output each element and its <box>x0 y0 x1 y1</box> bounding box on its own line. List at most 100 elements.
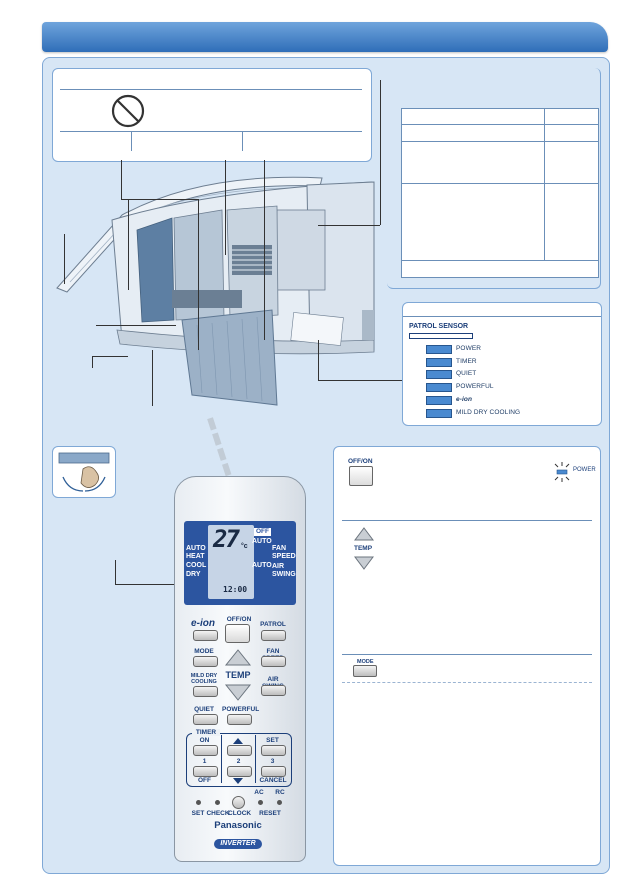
timer-off-label: OFF <box>198 777 211 784</box>
rc-reset-pin-button[interactable] <box>277 800 282 805</box>
mild-dry-led <box>426 409 452 418</box>
operation-divider-1 <box>342 520 592 521</box>
timer-on-button[interactable] <box>193 745 218 756</box>
ac-label: AC <box>254 789 264 796</box>
inverter-logo: INVERTER <box>214 839 262 849</box>
temp-up-key-icon <box>354 527 374 541</box>
power-led <box>426 345 452 354</box>
leader-line <box>115 584 185 585</box>
leader-line <box>225 160 226 255</box>
lcd-mode-heat: HEAT <box>186 553 205 560</box>
lcd-mode-dry: DRY <box>186 571 201 578</box>
timer-set-label: SET <box>266 737 279 744</box>
power-indicator-label: POWER <box>573 467 596 473</box>
eion-button[interactable] <box>193 630 218 641</box>
timer-down-button[interactable] <box>227 766 252 777</box>
leader-line <box>121 199 199 200</box>
check-pin-button[interactable] <box>215 800 220 805</box>
eion-led <box>426 396 452 405</box>
section-header-bar <box>42 22 608 52</box>
operation-panel <box>333 446 601 866</box>
leader-line <box>380 80 381 225</box>
set-label: SET <box>191 810 205 817</box>
leader-line <box>128 200 129 290</box>
temp-key-label: TEMP <box>354 545 373 552</box>
caution-divider-mid <box>60 131 362 132</box>
offon-button[interactable] <box>225 624 250 643</box>
eion-led-label: e-ion <box>456 396 473 403</box>
timer-cancel-label: CANCEL <box>259 777 287 784</box>
lcd-air-swing: AIR SWING <box>272 563 296 578</box>
timer-divider-1 <box>221 735 222 783</box>
lcd-mode-auto: AUTO <box>186 545 206 552</box>
brand-logo: Panasonic <box>214 820 262 831</box>
timer-led-label: TIMER <box>456 358 477 365</box>
air-swing-button[interactable] <box>261 685 286 696</box>
caution-col-1 <box>131 131 132 151</box>
timer-led <box>426 358 452 367</box>
lcd-temperature: 27 <box>213 525 240 553</box>
leader-line <box>92 356 93 368</box>
timer-down-arrow <box>233 778 243 784</box>
leader-line <box>121 160 122 200</box>
lcd-off-badge: OFF <box>254 528 271 536</box>
leader-line <box>318 225 380 226</box>
mode-button[interactable] <box>193 656 218 667</box>
caution-box <box>52 68 372 162</box>
patrol-sensor-label: PATROL SENSOR <box>409 323 469 330</box>
leader-line <box>198 200 199 350</box>
powerful-led-label: POWERFUL <box>456 383 494 390</box>
hand-adjust-vane-icon <box>58 452 110 492</box>
patrol-button[interactable] <box>261 630 286 641</box>
timer-title: TIMER <box>192 729 220 736</box>
caution-divider-top <box>60 89 362 90</box>
timer-up-button[interactable] <box>227 745 252 756</box>
quiet-button[interactable] <box>193 714 218 725</box>
leader-line <box>152 350 153 406</box>
quiet-led-label: QUIET <box>456 370 477 377</box>
lcd-clock: 12:00 <box>223 585 248 594</box>
power-led-label: POWER <box>456 345 482 352</box>
set-pin-button[interactable] <box>196 800 201 805</box>
caution-col-2 <box>242 131 243 151</box>
power-indicator-icon <box>554 462 570 482</box>
quiet-label: QUIET <box>194 706 214 713</box>
eion-label: e-ion <box>191 618 215 629</box>
spec-table <box>401 108 599 278</box>
mode-key-icon <box>353 665 377 677</box>
timer-cancel-button[interactable] <box>261 766 286 777</box>
ac-reset-pin-button[interactable] <box>258 800 263 805</box>
air-conditioner-illustration <box>56 176 375 406</box>
mild-dry-button[interactable] <box>193 686 218 697</box>
offon-key-icon <box>349 466 373 486</box>
temp-up-button[interactable] <box>224 648 252 668</box>
remote-lcd <box>184 521 296 605</box>
powerful-button[interactable] <box>227 714 252 725</box>
lcd-auto-bottom: AUTO <box>252 562 272 569</box>
vane-adjust-icon-box <box>52 446 116 498</box>
timer-divider-2 <box>255 735 256 783</box>
timer-set-button[interactable] <box>261 745 286 756</box>
prohibited-icon <box>111 94 145 128</box>
timer-off-button[interactable] <box>193 766 218 777</box>
lcd-fan-speed: FAN SPEED <box>272 545 296 560</box>
powerful-led <box>426 383 452 392</box>
leader-line <box>318 340 319 380</box>
operation-divider-2 <box>342 654 592 655</box>
offon-key-label: OFF/ON <box>348 458 373 465</box>
lcd-mode-cool: COOL <box>186 562 207 569</box>
operation-dotted-divider <box>342 682 592 683</box>
clock-button[interactable] <box>232 796 245 809</box>
lcd-temp-unit: °c <box>241 543 248 550</box>
temp-down-button[interactable] <box>224 682 252 702</box>
leader-line <box>318 380 402 381</box>
timer-up-arrow <box>233 738 243 744</box>
patrol-label: PATROL <box>260 621 286 628</box>
timer-3-label: 3 <box>270 758 275 765</box>
check-label: CHECK <box>206 810 230 817</box>
lcd-auto-top: AUTO <box>252 538 272 545</box>
fan-speed-button[interactable] <box>261 656 286 667</box>
clock-label: CLOCK <box>228 810 252 817</box>
leader-line <box>92 356 128 357</box>
leader-line <box>115 560 116 584</box>
